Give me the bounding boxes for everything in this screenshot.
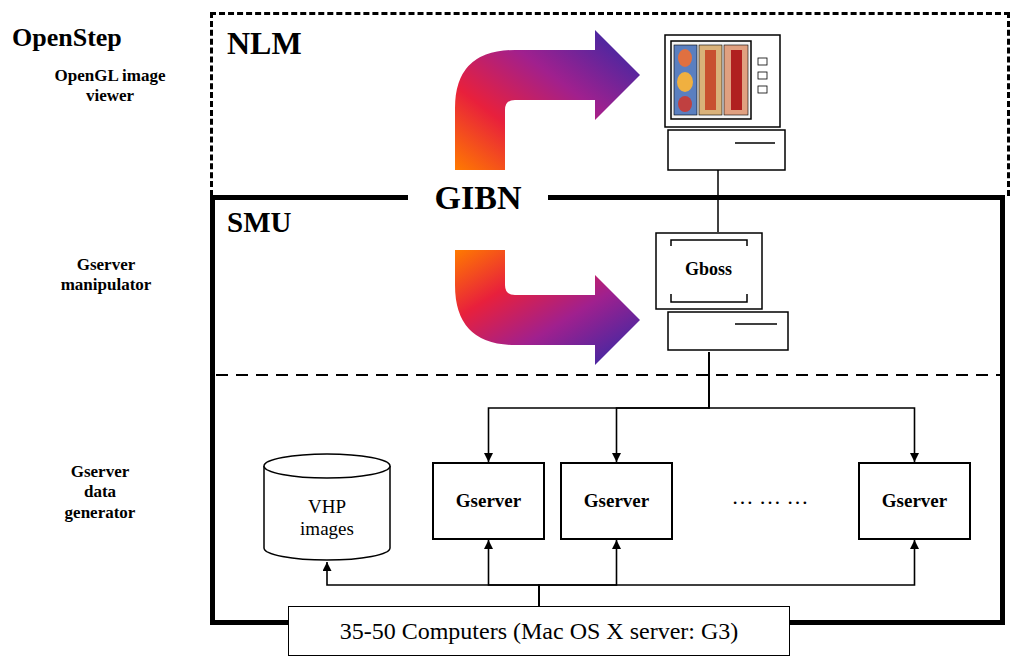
- network-label: GIBN: [408, 176, 548, 221]
- node-text: Gserver: [456, 490, 521, 512]
- computer-icon: Gboss: [655, 232, 790, 352]
- connector: [539, 540, 617, 606]
- node-text: SMU: [227, 206, 291, 239]
- tier-label: OpenGL image viewer: [50, 66, 170, 107]
- flow-arrow: [455, 250, 640, 365]
- node-text: Gserver: [584, 490, 649, 512]
- server-box: Gserver: [432, 462, 545, 540]
- connector: [327, 562, 539, 606]
- node-text: Gboss: [655, 259, 762, 280]
- server-box: Gserver: [858, 462, 971, 540]
- node-text: Gserver: [882, 490, 947, 512]
- node-text: VHP images: [287, 496, 367, 540]
- region-box: NLM: [210, 12, 1010, 196]
- tier-label: OpenStep: [12, 22, 172, 53]
- connector: [617, 352, 710, 462]
- connector: [539, 540, 915, 606]
- computer-outline: [655, 232, 790, 352]
- tier-label: Gserver data generator: [55, 462, 145, 523]
- workstation: [665, 35, 785, 232]
- node-text: 35-50 Computers (Mac OS X server: G3): [340, 618, 739, 645]
- tier-label: Gserver manipulator: [50, 255, 162, 296]
- tier-divider: [216, 374, 1000, 376]
- region-box: SMU GbossVHP images Gserver Gserver Gserver: [210, 195, 1005, 625]
- connector: [489, 540, 540, 606]
- connector: [709, 352, 915, 462]
- connector: [489, 352, 710, 462]
- ellipsis-label: … … …: [690, 484, 850, 510]
- flow-arrow: [455, 30, 640, 170]
- database-cylinder: VHP images: [262, 452, 392, 562]
- server-box: Gserver: [560, 462, 673, 540]
- node-text: NLM: [227, 25, 302, 62]
- computers-box: 35-50 Computers (Mac OS X server: G3): [288, 606, 790, 656]
